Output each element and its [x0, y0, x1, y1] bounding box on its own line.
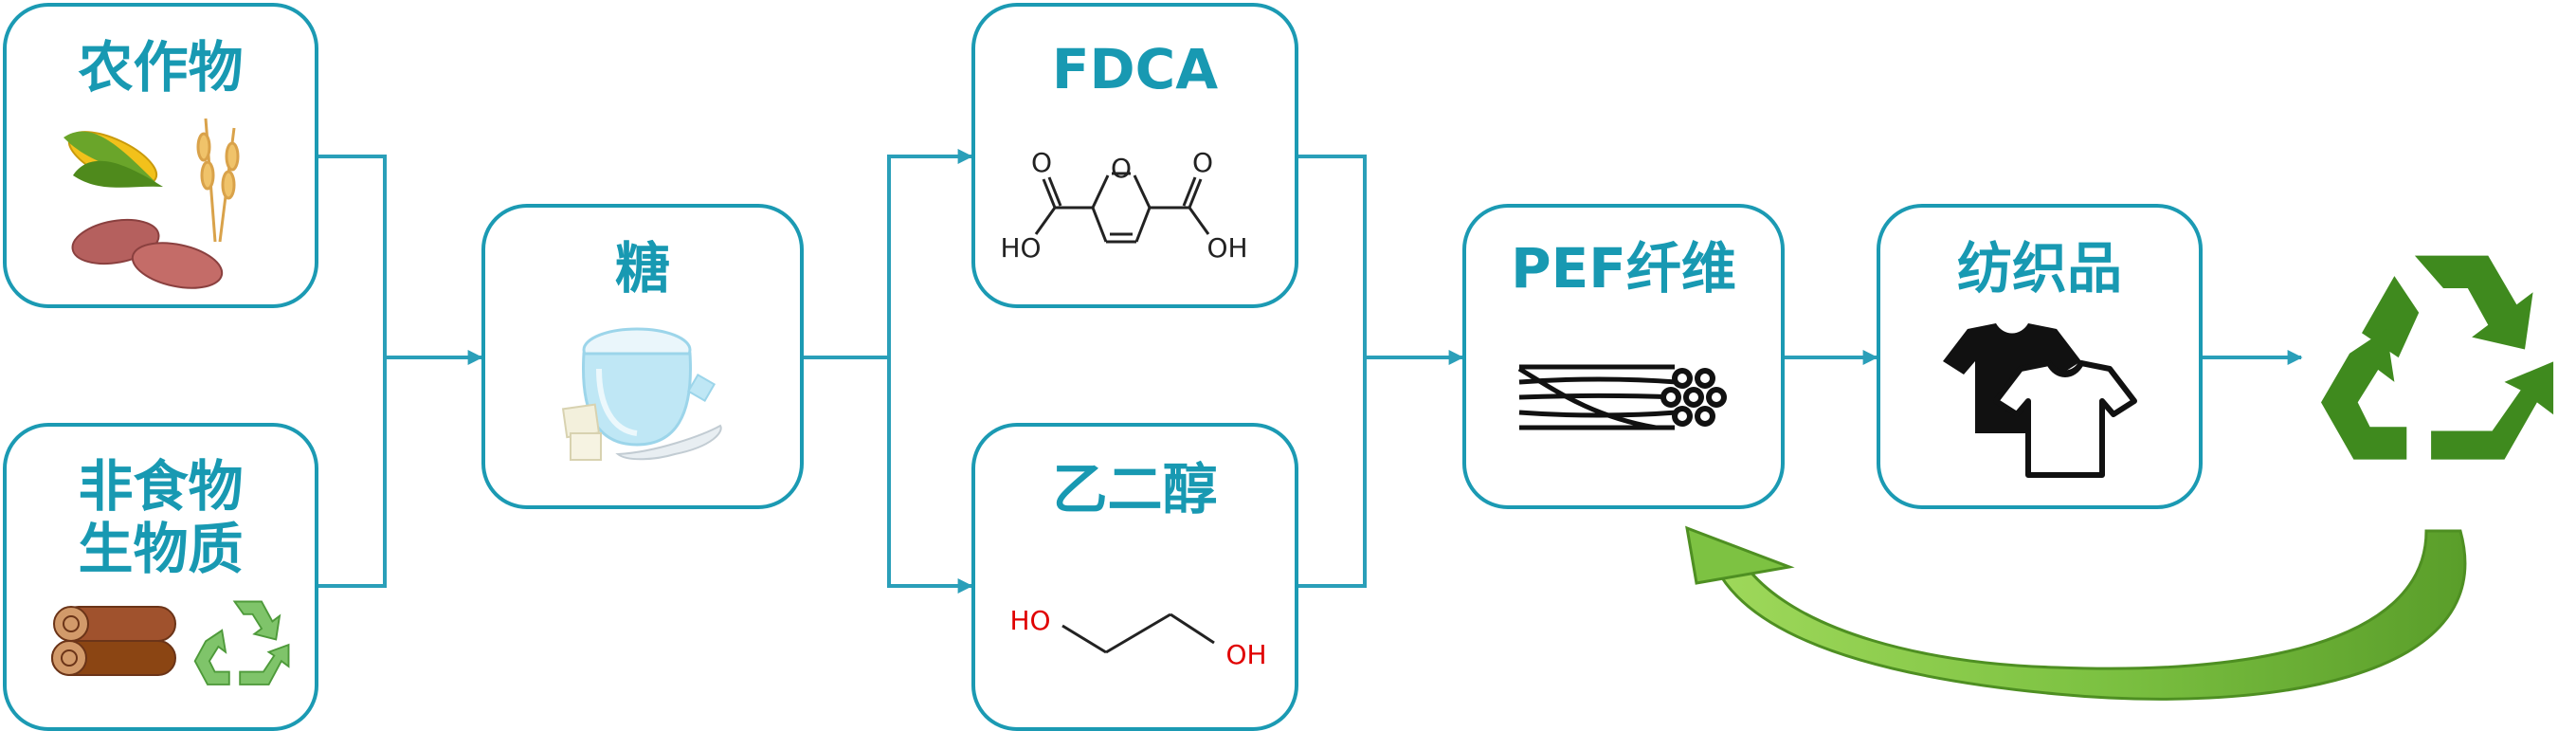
fdca-right-carbonyl-oxygen: O: [1192, 147, 1213, 178]
node-non-food-biomass: 非食物 生物质: [3, 423, 318, 731]
node-sugar: 糖: [481, 204, 804, 509]
connector-to-glycol: [887, 357, 973, 594]
t-shirt-icon: [1943, 323, 2137, 478]
connector-glycol-merge: [1298, 357, 1367, 588]
corn-icon: [63, 131, 163, 188]
fdca-left-hydroxyl: HO: [1000, 232, 1041, 264]
node-textiles: 纺织品: [1877, 204, 2203, 509]
node-biomass-title-line2: 生物质: [78, 517, 244, 581]
fiber-bundle-icon: [1517, 364, 1727, 430]
node-pef-fiber: PEF纤维: [1462, 204, 1785, 509]
node-crops: 农作物: [3, 3, 318, 308]
node-fdca: FDCA: [971, 3, 1298, 308]
node-pef-title: PEF纤维: [1511, 236, 1736, 301]
recycle-icon: [2321, 255, 2554, 460]
connector-crops-merge: [318, 155, 387, 357]
wheat-icon: [196, 118, 240, 243]
node-biomass-title-line1: 非食物: [78, 454, 244, 519]
node-ethylene-glycol: 乙二醇 HO OH: [971, 423, 1298, 731]
biomass-illustration: [51, 600, 290, 685]
fdca-left-carbonyl-oxygen: O: [1031, 147, 1052, 178]
glycol-left-hydroxyl: HO: [1009, 605, 1050, 636]
sweet-potato-icon: [71, 218, 224, 289]
node-textiles-title: 纺织品: [1956, 236, 2122, 301]
recycle-loop-arrow: [1685, 525, 2467, 701]
crops-illustration: [63, 118, 240, 289]
fdca-ring-oxygen: O: [1111, 153, 1132, 184]
log-icon: [51, 606, 176, 676]
connector-to-fdca: [887, 149, 973, 357]
ethylene-glycol-structure: HO OH: [1009, 605, 1266, 670]
node-glycol-title: 乙二醇: [1052, 457, 1218, 521]
node-biomass-title: 非食物 生物质: [7, 455, 315, 580]
node-sugar-title: 糖: [614, 236, 670, 301]
node-crops-title: 农作物: [78, 35, 244, 100]
sugar-bowl-icon: [561, 327, 722, 461]
recycle-icon: [193, 600, 290, 685]
glycol-right-hydroxyl: OH: [1225, 639, 1266, 670]
connector-biomass-merge: [318, 357, 387, 588]
connector-fdca-merge: [1298, 155, 1367, 357]
node-fdca-title: FDCA: [1051, 37, 1219, 101]
fdca-structure: O O O HO OH: [1000, 147, 1247, 264]
fdca-right-hydroxyl: OH: [1206, 232, 1247, 264]
